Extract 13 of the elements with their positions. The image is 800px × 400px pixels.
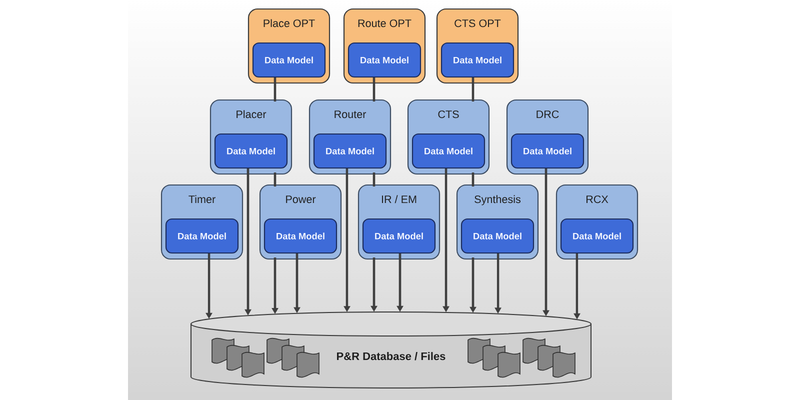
data-model-box: Data Model — [214, 133, 288, 169]
node-label: P&R Database / Files — [337, 352, 446, 360]
data-model-box: Data Model — [313, 133, 387, 169]
data-model-box: Data Model — [362, 218, 436, 254]
data-model-box: Data Model — [560, 218, 634, 254]
data-model-box: Data Model — [165, 218, 239, 254]
data-model-box: Data Model — [510, 133, 584, 169]
data-model-box: Data Model — [348, 42, 422, 78]
data-model-box: Data Model — [264, 218, 338, 254]
data-model-box: Data Model — [440, 42, 514, 78]
data-model-box: Data Model — [412, 133, 486, 169]
data-model-box: Data Model — [252, 42, 326, 78]
data-model-box: Data Model — [460, 218, 534, 254]
